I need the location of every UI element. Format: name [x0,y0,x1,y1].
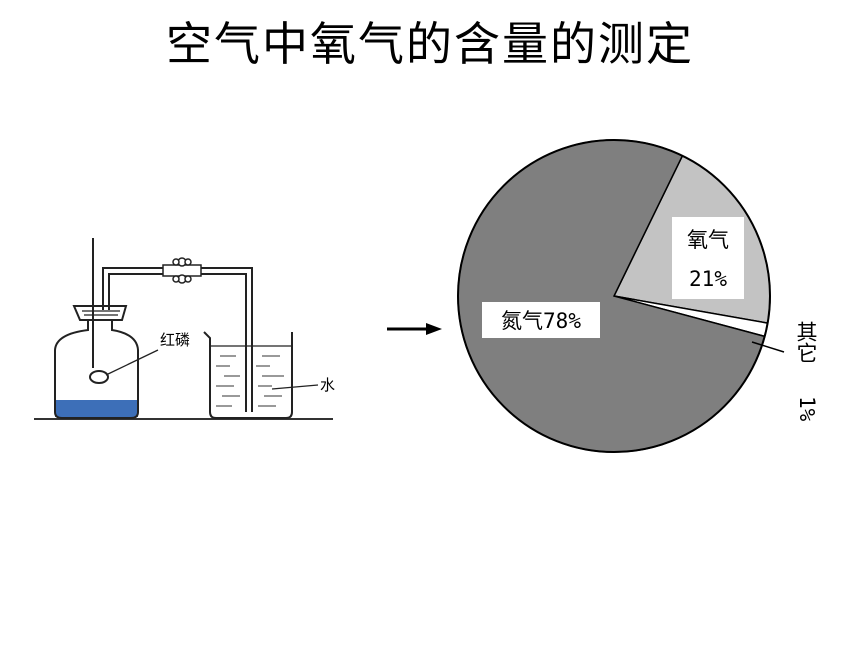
other-percent-group: 1% [795,396,819,422]
page-title: 空气中氧气的含量的测定 [166,17,694,71]
other-percent: 1% [795,396,819,422]
other-label-pointer [751,341,785,353]
oxygen-label-box [672,217,744,299]
other-label: 其它 [794,321,818,363]
pie-outline [457,139,771,453]
label-phosphorus: 红磷 [160,331,190,349]
beaker-water [216,355,284,407]
beaker [203,331,293,419]
arrow-head [426,323,442,335]
nitrogen-percent: 78% [543,309,581,333]
gas-bottle [54,318,139,419]
spring-clamp [162,257,202,284]
oxygen-percent: 21% [689,267,727,291]
nitrogen-name: 氮气 [501,309,543,333]
other-name: 其它 [794,321,818,363]
combustion-spoon [89,370,109,384]
nitrogen-label-box [482,302,600,338]
nitrogen-label: 氮气78% [501,309,581,333]
label-phosphorus-1: 红磷 [160,331,190,349]
oxygen-label: 氧气 [687,228,729,252]
label-water: 水 [320,376,335,394]
bottle-water-layer [55,400,138,417]
